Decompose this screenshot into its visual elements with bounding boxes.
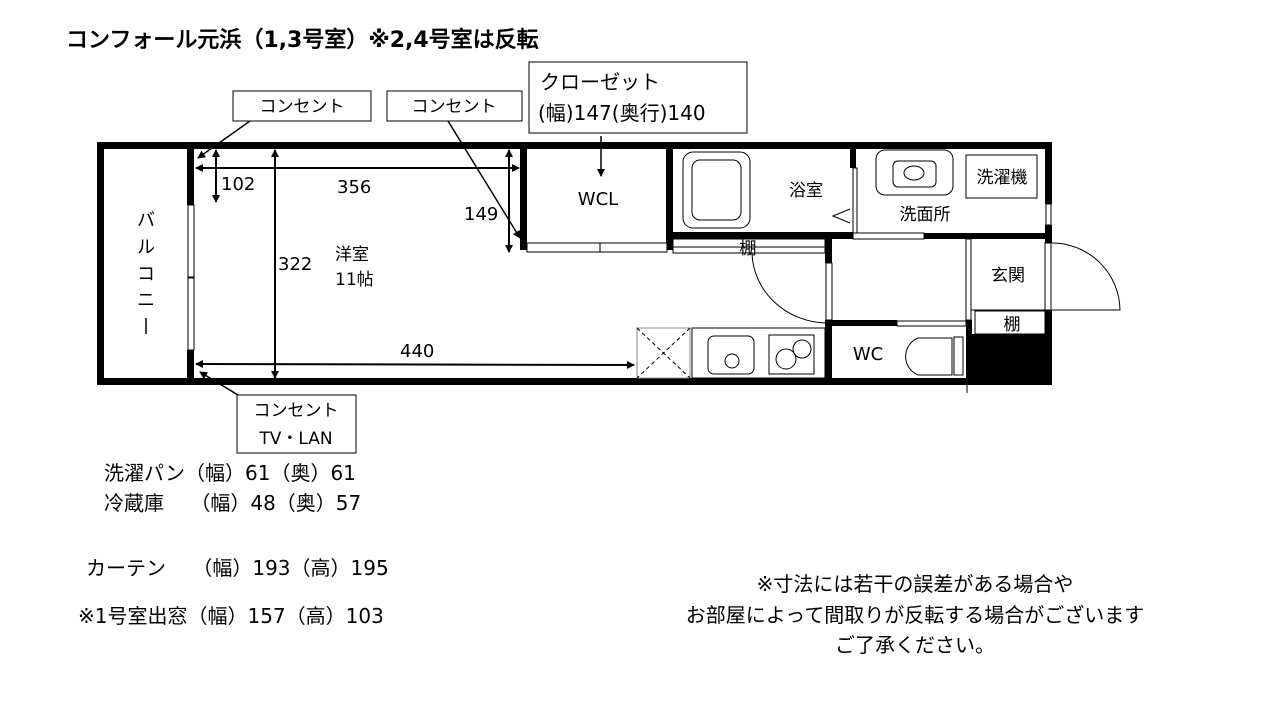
disclaimer-line-3: ご了承ください。 — [835, 633, 995, 657]
balcony-label: バ ル コ ニ — [137, 210, 155, 334]
western-room-label: 洋室 — [335, 245, 369, 265]
washbasin — [875, 149, 954, 196]
disclaimer-line-1: ※寸法には若干の誤差がある場合や — [757, 572, 1074, 596]
disclaimer-line-2: お部屋によって間取りが反転する場合がございます — [686, 603, 1144, 627]
outlet-label: コンセント — [254, 401, 339, 421]
balcony-char: ル — [137, 237, 155, 258]
balcony-char: ニ — [137, 290, 155, 311]
outlet-callout-1: コンセント — [197, 90, 372, 159]
entrance-label: 玄関 — [991, 266, 1025, 286]
curtain-spec: カーテン （幅）193（高）195 — [86, 556, 389, 580]
closet-size: (幅)147(奥行)140 — [538, 101, 706, 125]
wcl-label: WCL — [578, 189, 618, 210]
bath-door-icon — [831, 208, 851, 224]
shelf-label: 棚 — [740, 239, 757, 259]
fridge-spec: 冷蔵庫 （幅）48（奥）57 — [104, 491, 361, 515]
entrance-shelf — [974, 310, 1046, 335]
balcony-char: バ — [137, 210, 155, 231]
page-title: コンフォール元浜（1,3号室）※2,4号室は反転 — [66, 27, 539, 53]
tv-lan-label: TV・LAN — [258, 429, 332, 449]
closet-callout: クローゼット (幅)147(奥行)140 — [528, 61, 748, 177]
entrance-door-swing — [1051, 242, 1121, 311]
window-spec: ※1号室出窓（幅）157（高）103 — [78, 604, 384, 628]
washing-pan — [636, 327, 691, 379]
bathtub — [682, 151, 751, 229]
dimension-440: 440 — [400, 341, 434, 362]
closet-label: クローゼット — [540, 70, 660, 94]
bathroom-label: 浴室 — [789, 181, 823, 201]
dimension-356: 356 — [337, 177, 371, 198]
windows — [187, 167, 1052, 351]
toilet — [905, 336, 964, 376]
washing-machine-label: 洗濯機 — [977, 168, 1028, 188]
walls — [97, 142, 1052, 385]
outlet-label: コンセント — [412, 97, 497, 117]
outlet-tv-lan-callout: コンセント TV・LAN — [199, 371, 357, 454]
washroom-label: 洗面所 — [900, 205, 951, 225]
door-swing — [751, 252, 827, 324]
dimension-102: 102 — [221, 174, 255, 195]
kitchen — [691, 327, 826, 379]
balcony-char: コ — [137, 264, 155, 285]
dimension-322: 322 — [278, 254, 312, 275]
outlet-callout-2: コンセント — [386, 90, 523, 239]
wc-label: WC — [853, 344, 883, 365]
outlet-label: コンセント — [260, 97, 345, 117]
dimension-149: 149 — [464, 204, 498, 225]
western-room-size: 11帖 — [335, 270, 374, 290]
entrance-shelf-label: 棚 — [1004, 315, 1021, 335]
washing-machine-box — [965, 154, 1038, 199]
washpan-spec: 洗濯パン（幅）61（奥）61 — [104, 461, 356, 485]
dimension-lines — [195, 149, 635, 379]
